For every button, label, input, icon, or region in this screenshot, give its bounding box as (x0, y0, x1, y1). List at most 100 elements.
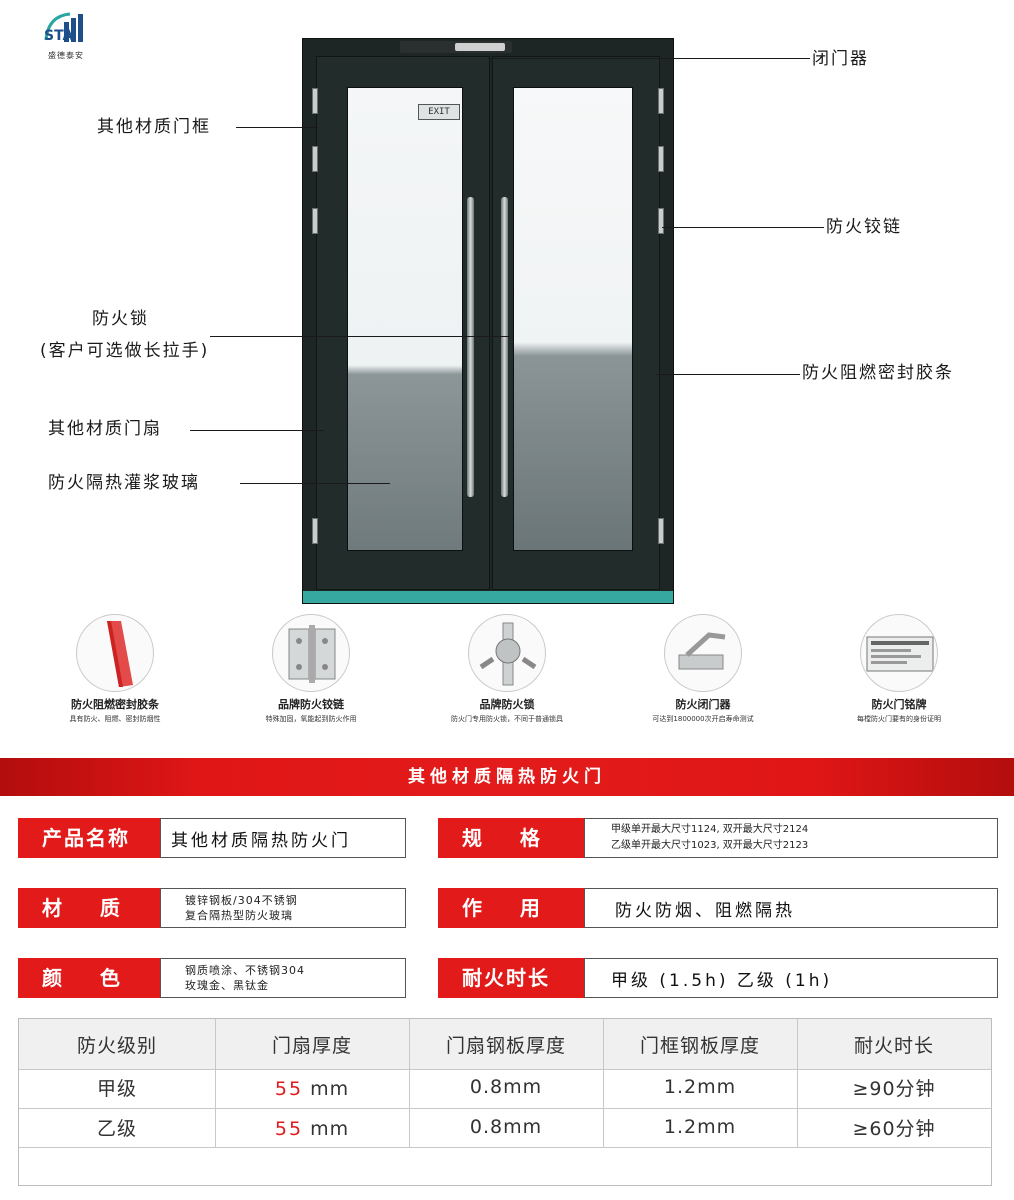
table-cell-duration: ≥90分钟 (852, 1077, 936, 1100)
spec-text: 玫瑰金、黑钛金 (185, 979, 269, 992)
table-cell-leaf-thickness: 55 mm (215, 1069, 409, 1109)
feature-item: 防火闭门器 可达到1800000次开启寿命测试 (618, 614, 788, 732)
table-column-divider (797, 1019, 798, 1147)
spec-label-material: 材 质 (18, 888, 160, 928)
callout-line (190, 430, 324, 431)
spec-value-material: 镀锌钢板/304不锈钢 复合隔热型防火玻璃 (160, 888, 406, 928)
spec-text: 镀锌钢板/304不锈钢 (185, 894, 298, 907)
hinge-icon (658, 518, 664, 544)
fire-glass-right (513, 87, 633, 551)
table-cell-leaf-steel: 0.8mm (469, 1076, 543, 1098)
spec-label-product-name: 产品名称 (18, 818, 160, 858)
spec-value-size: 甲级单开最大尺寸1124, 双开最大尺寸2124 乙级单开最大尺寸1023, 双… (584, 818, 998, 858)
callout-seal: 防火阻燃密封胶条 (802, 363, 954, 383)
table-header-cell: 防火级别 (76, 1034, 157, 1057)
door-closer-icon (664, 614, 742, 692)
table-cell-duration: ≥60分钟 (852, 1117, 936, 1140)
spec-text: 其他材质隔热防火门 (171, 830, 351, 851)
table-divider (19, 1147, 991, 1148)
table-cell-grade: 乙级 (96, 1117, 137, 1140)
door-leaf-left: EXIT (316, 56, 490, 590)
callout-glass: 防火隔热灌浆玻璃 (48, 473, 200, 493)
feature-title: 防火闭门器 (675, 698, 731, 711)
table-column-divider (409, 1019, 410, 1147)
spec-text: 甲级 (1.5h) 乙级 (1h) (611, 970, 833, 991)
callout-hinge: 防火铰链 (826, 217, 902, 237)
lock-icon (468, 614, 546, 692)
spec-value-duration: 甲级 (1.5h) 乙级 (1h) (584, 958, 998, 998)
seal-strip-icon (76, 614, 154, 692)
feature-item: 品牌防火铰链 特殊加固，氧能起到防火作用 (226, 614, 396, 732)
feature-subtitle: 特殊加固，氧能起到防火作用 (265, 715, 357, 723)
feature-item: 防火门铭牌 每樘防火门要有的身份证明 (814, 614, 984, 732)
table-value-red: 55 (274, 1118, 304, 1140)
spec-label-function: 作 用 (438, 888, 584, 928)
banner-title: 其他材质隔热防火门 (408, 767, 606, 787)
table-unit: mm (310, 1078, 350, 1100)
table-header-cell: 耐火时长 (853, 1034, 934, 1057)
section-banner: 其他材质隔热防火门 (0, 758, 1014, 796)
table-header-cell: 门框钢板厚度 (639, 1034, 760, 1057)
spec-value-product-name: 其他材质隔热防火门 (160, 818, 406, 858)
callout-lock-note: (客户可选做长拉手) (40, 341, 210, 361)
logo-text: 盛德泰安 (48, 51, 84, 60)
callout-line (240, 483, 390, 484)
table-cell-leaf-steel: 0.8mm (469, 1116, 543, 1138)
callout-line (656, 374, 800, 375)
table-divider (19, 1069, 991, 1070)
hinge-icon (658, 208, 664, 234)
spec-label-color: 颜 色 (18, 958, 160, 998)
spec-text: 乙级单开最大尺寸1023, 双开最大尺寸2123 (611, 840, 809, 851)
feature-subtitle: 可达到1800000次开启寿命测试 (652, 715, 754, 723)
table-column-divider (215, 1019, 216, 1147)
hinge-icon (272, 614, 350, 692)
hinge-icon (658, 88, 664, 114)
hinge-icon (312, 146, 318, 172)
brand-logo: STA 盛德泰安 (38, 10, 98, 62)
fire-glass-left: EXIT (347, 87, 463, 551)
door-closer (400, 41, 512, 53)
callout-frame: 其他材质门框 (97, 117, 211, 137)
pull-handle-right (501, 197, 508, 497)
table-divider (19, 1108, 991, 1109)
callout-closer: 闭门器 (812, 49, 869, 69)
fire-door-illustration: EXIT (302, 38, 674, 604)
feature-title: 品牌防火铰链 (278, 698, 344, 711)
table-value-red: 55 (274, 1078, 304, 1100)
nameplate-icon (860, 614, 938, 692)
feature-item: 品牌防火锁 防火门专用防火锁，不同于普通锁具 (422, 614, 592, 732)
hinge-icon (312, 518, 318, 544)
feature-title: 防火阻燃密封胶条 (71, 698, 159, 711)
spec-label-duration: 耐火时长 (438, 958, 584, 998)
table-cell-frame-steel: 1.2mm (663, 1116, 737, 1138)
hinge-icon (312, 208, 318, 234)
spec-value-color: 钢质喷涂、不锈钢304 玫瑰金、黑钛金 (160, 958, 406, 998)
svg-text:STA: STA (44, 28, 74, 44)
table-cell-leaf-thickness: 55 mm (215, 1109, 409, 1149)
feature-subtitle: 每樘防火门要有的身份证明 (857, 715, 941, 723)
exit-sign: EXIT (418, 104, 460, 120)
hinge-icon (658, 146, 664, 172)
callout-line (210, 336, 510, 337)
spec-label-size: 规 格 (438, 818, 584, 858)
hinge-icon (312, 88, 318, 114)
spec-table: 防火级别 门扇厚度 门扇钢板厚度 门框钢板厚度 耐火时长 甲级 55 mm 0.… (18, 1018, 992, 1186)
pull-handle-left (467, 197, 474, 497)
table-cell-grade: 甲级 (96, 1077, 137, 1100)
callout-line (236, 127, 318, 128)
logo-mark-icon: STA (44, 12, 83, 44)
door-leaf-right (492, 56, 660, 590)
table-unit: mm (310, 1118, 350, 1140)
feature-subtitle: 具有防火、阻燃、密封防烟性 (69, 715, 161, 723)
spec-text: 复合隔热型防火玻璃 (185, 909, 293, 922)
callout-line (488, 58, 810, 59)
feature-list: 防火阻燃密封胶条 具有防火、阻燃、密封防烟性 品牌防火铰链 特殊加固，氧能起到防… (30, 614, 990, 732)
callout-lock: 防火锁 (92, 309, 149, 329)
table-header-cell: 门扇厚度 (271, 1034, 352, 1057)
callout-line (662, 227, 824, 228)
spec-text: 钢质喷涂、不锈钢304 (185, 964, 305, 977)
table-header-cell: 门扇钢板厚度 (445, 1034, 566, 1057)
spec-text: 甲级单开最大尺寸1124, 双开最大尺寸2124 (611, 824, 809, 835)
callout-leaf: 其他材质门扇 (48, 419, 162, 439)
spec-value-function: 防火防烟、阻燃隔热 (584, 888, 998, 928)
